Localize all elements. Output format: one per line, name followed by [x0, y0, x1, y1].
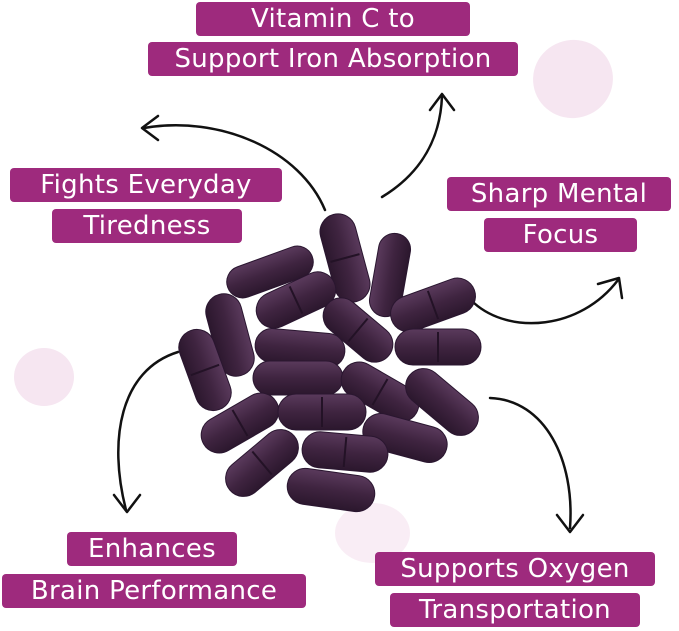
- label-oxygen-line1: Supports Oxygen: [375, 552, 655, 586]
- arrow-icon-focus: [472, 278, 620, 325]
- tablet-icon: [226, 245, 314, 299]
- label-brain-line1: Enhances: [67, 532, 237, 566]
- tablet-icon: [340, 361, 420, 423]
- label-focus-line1: Sharp Mental: [447, 177, 671, 211]
- tablet-icon: [390, 277, 476, 333]
- label-focus-line2: Focus: [484, 218, 637, 252]
- tablet-pile: [178, 213, 482, 513]
- label-tiredness-line1: Fights Everyday: [10, 168, 282, 202]
- label-brain-line2: Brain Performance: [2, 574, 306, 608]
- tablet-icon: [277, 393, 367, 431]
- tablet-icon: [368, 232, 412, 318]
- tablet-icon: [286, 467, 376, 513]
- label-oxygen-line2: Transportation: [390, 593, 640, 627]
- tablet-icon: [178, 328, 232, 412]
- arrow-icon-tiredness: [142, 124, 327, 212]
- tablet-icon: [301, 431, 389, 473]
- tablet-icon: [225, 429, 299, 497]
- tablet-icon: [200, 392, 280, 454]
- label-tiredness-line2: Tiredness: [52, 209, 242, 243]
- tablet-icon: [405, 368, 479, 436]
- tablet-icon: [394, 328, 482, 366]
- tablet-icon: [255, 271, 337, 329]
- tablet-icon: [322, 297, 394, 363]
- decor-blob-left: [14, 348, 74, 406]
- arrow-icon-vitamin-c: [380, 94, 444, 199]
- tablet-icon: [252, 360, 344, 396]
- label-vitamin-c-line1: Vitamin C to: [196, 2, 470, 36]
- arrow-icon-brain: [117, 350, 180, 512]
- label-vitamin-c-line2: Support Iron Absorption: [148, 42, 518, 76]
- arrow-icon-oxygen: [488, 396, 572, 530]
